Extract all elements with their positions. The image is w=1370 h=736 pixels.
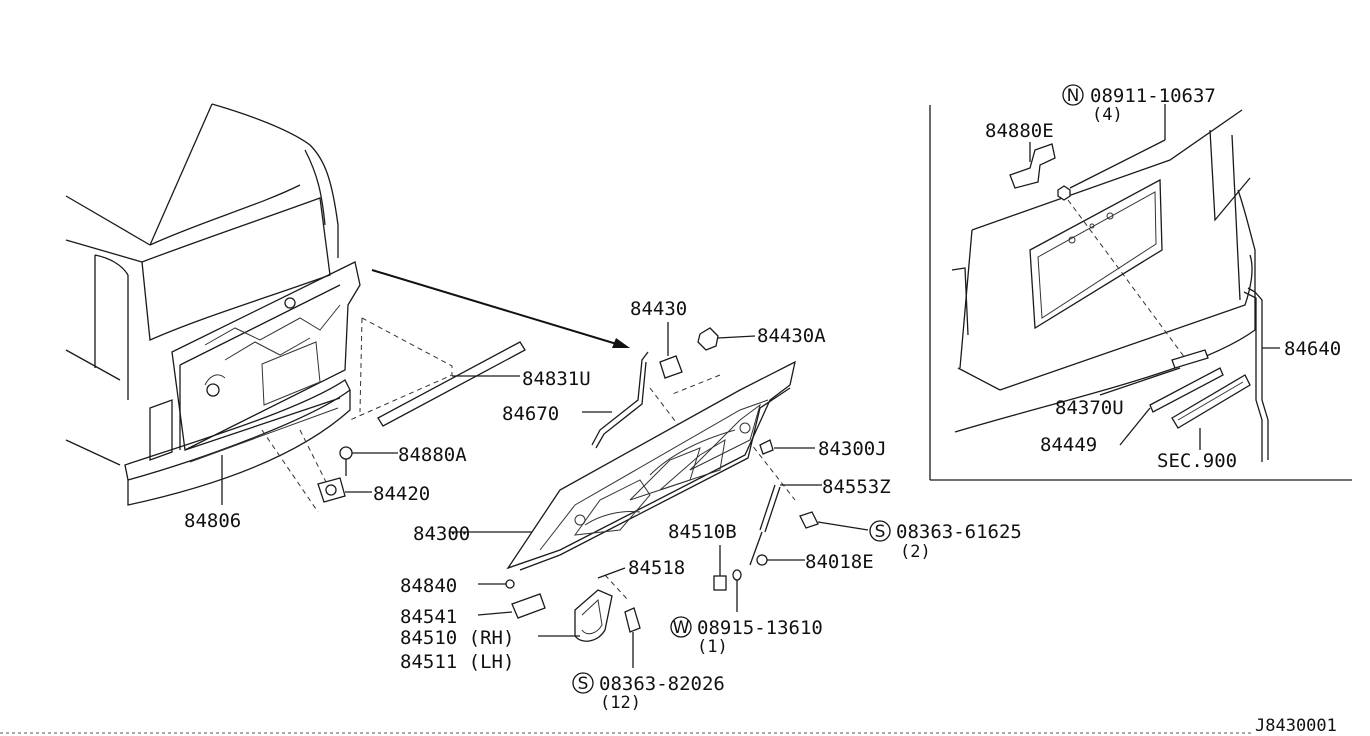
label-08915-13610: 08915-13610 [697, 617, 823, 639]
label-84806: 84806 [184, 510, 241, 532]
label-84640: 84640 [1284, 338, 1341, 360]
screw-symbol-82026 [572, 672, 594, 694]
part-84300J-clip [759, 439, 815, 455]
label-84880A: 84880A [398, 444, 467, 466]
label-84018E: 84018E [805, 551, 874, 573]
part-84640-rod [1243, 287, 1280, 462]
dashed-guides [261, 317, 796, 601]
label-84430A: 84430A [757, 325, 826, 347]
part-washer-08915-13610 [732, 569, 742, 612]
label-84449: 84449 [1040, 434, 1097, 456]
part-84510B [713, 545, 727, 591]
part-84430A-nut [697, 327, 756, 351]
qty-08363-61625: (2) [900, 542, 931, 562]
leader-84518 [597, 567, 626, 579]
assembly-arrow [371, 269, 630, 348]
part-84370U [1099, 349, 1209, 396]
label-84518: 84518 [628, 557, 685, 579]
part-84840 [478, 579, 515, 589]
part-84880E [1009, 142, 1056, 189]
label-84541: 84541 [400, 606, 457, 628]
part-84831U-strip [377, 341, 526, 427]
washer-symbol-text: W [673, 618, 690, 638]
label-84511: 84511 (LH) [400, 651, 514, 673]
part-84670-rod [582, 351, 649, 449]
inset-frame [929, 105, 1352, 481]
label-84420: 84420 [373, 483, 430, 505]
label-84430: 84430 [630, 298, 687, 320]
label-84510B: 84510B [668, 521, 737, 543]
label-08911-10637: 08911-10637 [1090, 85, 1216, 107]
part-sec900-emblem [1171, 374, 1251, 450]
washer-symbol [670, 616, 692, 638]
label-08363-82026: 08363-82026 [599, 673, 725, 695]
label-sec900: SEC.900 [1157, 450, 1237, 472]
label-84831U: 84831U [522, 368, 591, 390]
label-84510: 84510 (RH) [400, 627, 514, 649]
part-nut-08911-10637 [1057, 104, 1166, 201]
label-84670: 84670 [502, 403, 559, 425]
part-84430-bracket [659, 322, 683, 379]
label-84840: 84840 [400, 575, 457, 597]
part-84300-panel [450, 360, 796, 571]
qty-08911-10637: (4) [1092, 105, 1123, 125]
part-84420-latch [317, 477, 372, 503]
part-84449 [1119, 367, 1224, 446]
part-84553Z-stay [749, 484, 822, 566]
inset-back-door [951, 109, 1256, 433]
screw-symbol-61625 [869, 520, 891, 542]
part-84510-hinge [538, 589, 613, 642]
part-84018E [756, 554, 805, 566]
inset-dashed-guide [1067, 199, 1189, 363]
figure-id: J8430001 [1255, 716, 1337, 736]
part-84880A-bolt [339, 446, 398, 476]
screw-symbol-text-61625: S [875, 522, 886, 542]
qty-08363-82026: (12) [600, 693, 641, 713]
label-84300J: 84300J [818, 438, 887, 460]
label-84553Z: 84553Z [822, 476, 891, 498]
part-screw-08363-61625 [799, 511, 869, 531]
label-84300: 84300 [413, 523, 470, 545]
label-08363-61625: 08363-61625 [896, 521, 1022, 543]
screw-symbol-text-82026: S [578, 674, 589, 694]
labels: 84430 84430A 84831U 84670 84300J 84880A … [184, 84, 1341, 713]
part-84541 [477, 593, 546, 619]
part-screw-08363-82026 [624, 607, 641, 668]
qty-08915-13610: (1) [697, 637, 728, 657]
label-84880E: 84880E [985, 120, 1054, 142]
label-84370U: 84370U [1055, 397, 1124, 419]
nut-symbol [1062, 84, 1084, 106]
vehicle-rear-body [65, 103, 361, 506]
nut-symbol-text: N [1067, 86, 1080, 106]
